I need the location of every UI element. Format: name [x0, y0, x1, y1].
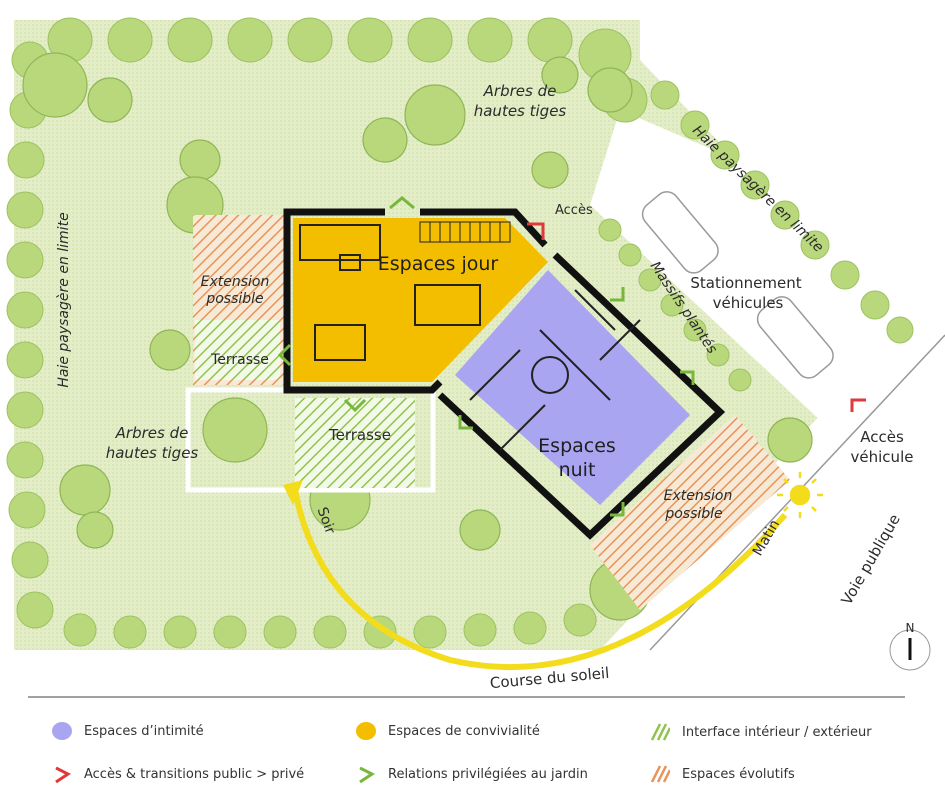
legend-convivialite-swatch	[356, 722, 376, 740]
interface-hatch-icon	[650, 723, 670, 741]
stairs	[419, 221, 511, 243]
legend-intimite-label: Espaces d’intimité	[84, 723, 204, 739]
night-spaces-area	[455, 270, 690, 505]
extension-left-label: Extension	[201, 274, 270, 290]
legend-intimite-swatch	[52, 722, 72, 740]
access-label: Accès	[555, 203, 593, 218]
legend-item-jardin: Relations privilégiées au jardin	[356, 764, 588, 784]
house-walls	[283, 208, 726, 540]
hedge-right	[650, 80, 914, 344]
sun-path-arc	[292, 489, 788, 671]
parking-label: Stationnement	[690, 274, 801, 292]
access-chevron-icon	[55, 766, 71, 784]
legend-jardin-label: Relations privilégiées au jardin	[388, 766, 588, 782]
trees-top-label: Arbres de	[483, 82, 557, 100]
hedge-left	[6, 41, 54, 629]
car-icon	[641, 191, 834, 379]
terrace-left-label: Terrasse	[210, 352, 269, 368]
night-spaces-label: Espaces	[538, 435, 616, 457]
sun-icon	[777, 472, 823, 518]
legend-item-convivialite: Espaces de convivialité	[356, 722, 540, 740]
legend: Espaces d’intimité Espaces de conviviali…	[0, 704, 945, 798]
garden-chevron-icon	[359, 766, 375, 784]
extension-right-label-2: possible	[664, 506, 722, 522]
planted-beds	[598, 218, 752, 392]
legend-item-evolutifs: Espaces évolutifs	[650, 764, 795, 784]
terrace-left-zone	[195, 320, 280, 380]
public-road	[760, 300, 945, 690]
north-label: N	[906, 621, 915, 635]
legend-interface-label: Interface intérieur / extérieur	[682, 724, 872, 740]
interior-walls	[299, 224, 641, 451]
parking-area	[590, 110, 930, 420]
legend-convivialite-label: Espaces de convivialité	[388, 723, 540, 739]
garden-trees	[22, 52, 813, 621]
north-compass	[889, 629, 931, 671]
garden-relation-markers	[277, 196, 695, 517]
legend-item-intimite: Espaces d’intimité	[52, 722, 204, 740]
sun-path-arrow-icon	[283, 480, 303, 505]
vehicle-access-marker-icon	[850, 398, 866, 412]
parking-label-2: véhicules	[713, 294, 784, 312]
vehicle-access-label: Accès	[860, 428, 904, 446]
trees-top-label-2: hautes tiges	[474, 102, 567, 120]
trees-left-label: Arbres de	[115, 424, 189, 442]
day-spaces-label: Espaces jour	[378, 253, 499, 275]
evolutive-hatch-icon	[650, 765, 670, 783]
terrace-bottom-zone	[295, 398, 415, 488]
legend-evolutifs-label: Espaces évolutifs	[682, 766, 795, 782]
trees-left-label-2: hautes tiges	[106, 444, 199, 462]
legend-item-interface: Interface intérieur / extérieur	[650, 722, 872, 742]
extension-right-zone	[590, 415, 790, 610]
hedge-left-label: Haie paysagère en limite	[56, 212, 72, 387]
legend-item-acces: Accès & transitions public > privé	[52, 764, 304, 784]
access-marker-icon	[527, 222, 545, 240]
hedge-bottom	[63, 603, 597, 649]
vehicle-access-label-2: véhicule	[851, 448, 914, 466]
legend-acces-label: Accès & transitions public > privé	[84, 766, 305, 782]
extension-left-label-2: possible	[205, 291, 263, 307]
hedge-top	[47, 17, 648, 123]
extension-right-label: Extension	[664, 488, 733, 504]
night-spaces-label-2: nuit	[559, 459, 596, 481]
terrace-bottom-label: Terrasse	[328, 426, 391, 444]
